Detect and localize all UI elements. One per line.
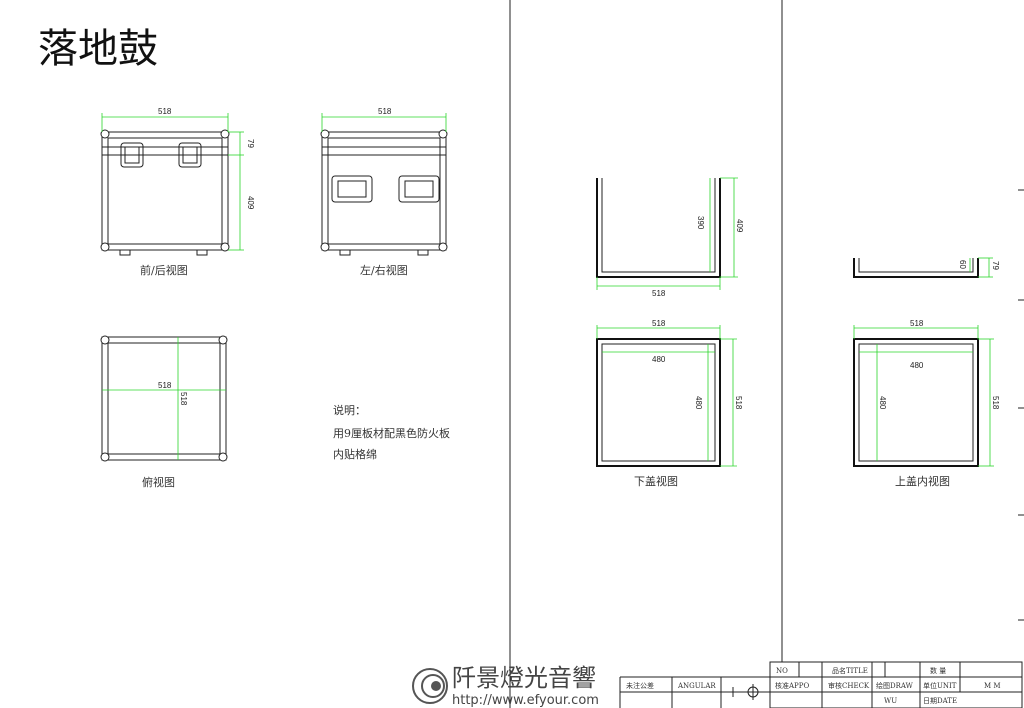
dim-top-lid-width: 518 <box>910 319 924 328</box>
top-lid-section <box>853 257 993 278</box>
tb-unit: 单位UNIT <box>923 681 957 690</box>
tb-angular: ANGULAR <box>677 682 716 690</box>
title-block <box>619 661 1023 708</box>
dim-top-depth: 518 <box>179 392 188 406</box>
logo-url: http://www.efyour.com <box>452 693 599 708</box>
side-view <box>320 113 448 256</box>
top-lid-label: 上盖内视图 <box>895 474 950 488</box>
dim-bottom-outer-depth: 518 <box>734 396 743 410</box>
dim-side-width: 518 <box>378 107 392 116</box>
tb-title: 品名TITLE <box>832 666 868 675</box>
dim-bottom-inner-height: 390 <box>696 216 705 230</box>
tb-quantity: 数 量 <box>930 666 946 675</box>
front-view <box>100 113 244 256</box>
notes-heading: 说明： <box>333 403 366 417</box>
page-title: 落地鼓 <box>38 26 158 72</box>
bottom-lid-plan <box>596 325 737 467</box>
dim-front-lid: 79 <box>246 139 255 148</box>
notes-line-1: 用9厘板材配黑色防火板 <box>333 426 450 440</box>
tb-unit-value: M M <box>984 682 1001 690</box>
dim-bottom-outer-height: 409 <box>735 219 744 233</box>
tb-no: NO <box>776 667 788 675</box>
dim-top-lid-inner-width: 480 <box>910 361 924 370</box>
logo-name: 阡景燈光音響 <box>452 664 596 692</box>
logo: 阡景燈光音響 http://www.efyour.com <box>412 664 599 708</box>
tb-drawer: WU <box>884 697 897 705</box>
logo-swirl-icon <box>412 668 448 704</box>
dim-top-lid-inner-height: 60 <box>958 260 967 269</box>
side-view-label: 左/右视图 <box>360 263 408 277</box>
dim-top-lid-outer-height: 79 <box>991 261 1000 270</box>
dim-bottom-inner-width: 480 <box>652 355 666 364</box>
projection-symbol-icon <box>728 684 759 700</box>
dim-top-width: 518 <box>158 381 172 390</box>
dim-bottom-plan-width: 518 <box>652 319 666 328</box>
tb-approve: 核准APPO <box>775 681 809 690</box>
top-view-label: 俯视图 <box>142 475 175 489</box>
dim-top-lid-inner-depth: 480 <box>878 396 887 410</box>
bottom-lid-section <box>596 177 738 290</box>
bottom-lid-label: 下盖视图 <box>634 474 678 488</box>
dim-front-width: 518 <box>158 107 172 116</box>
dim-bottom-inner-depth: 480 <box>694 396 703 410</box>
top-view <box>100 335 228 462</box>
top-lid-plan <box>853 325 994 467</box>
margin-ticks <box>1018 189 1024 621</box>
dim-front-body: 409 <box>246 196 255 210</box>
tb-check: 审核CHECK <box>828 681 870 690</box>
dim-bottom-width: 518 <box>652 289 666 298</box>
dim-top-lid-outer-depth: 518 <box>991 396 1000 410</box>
tb-draw: 绘图DRAW <box>876 681 914 690</box>
front-view-label: 前/后视图 <box>140 263 188 277</box>
tb-date: 日期DATE <box>923 697 957 705</box>
tb-tolerance: 未注公差 <box>626 681 654 690</box>
notes-line-2: 内贴格绵 <box>333 447 377 461</box>
